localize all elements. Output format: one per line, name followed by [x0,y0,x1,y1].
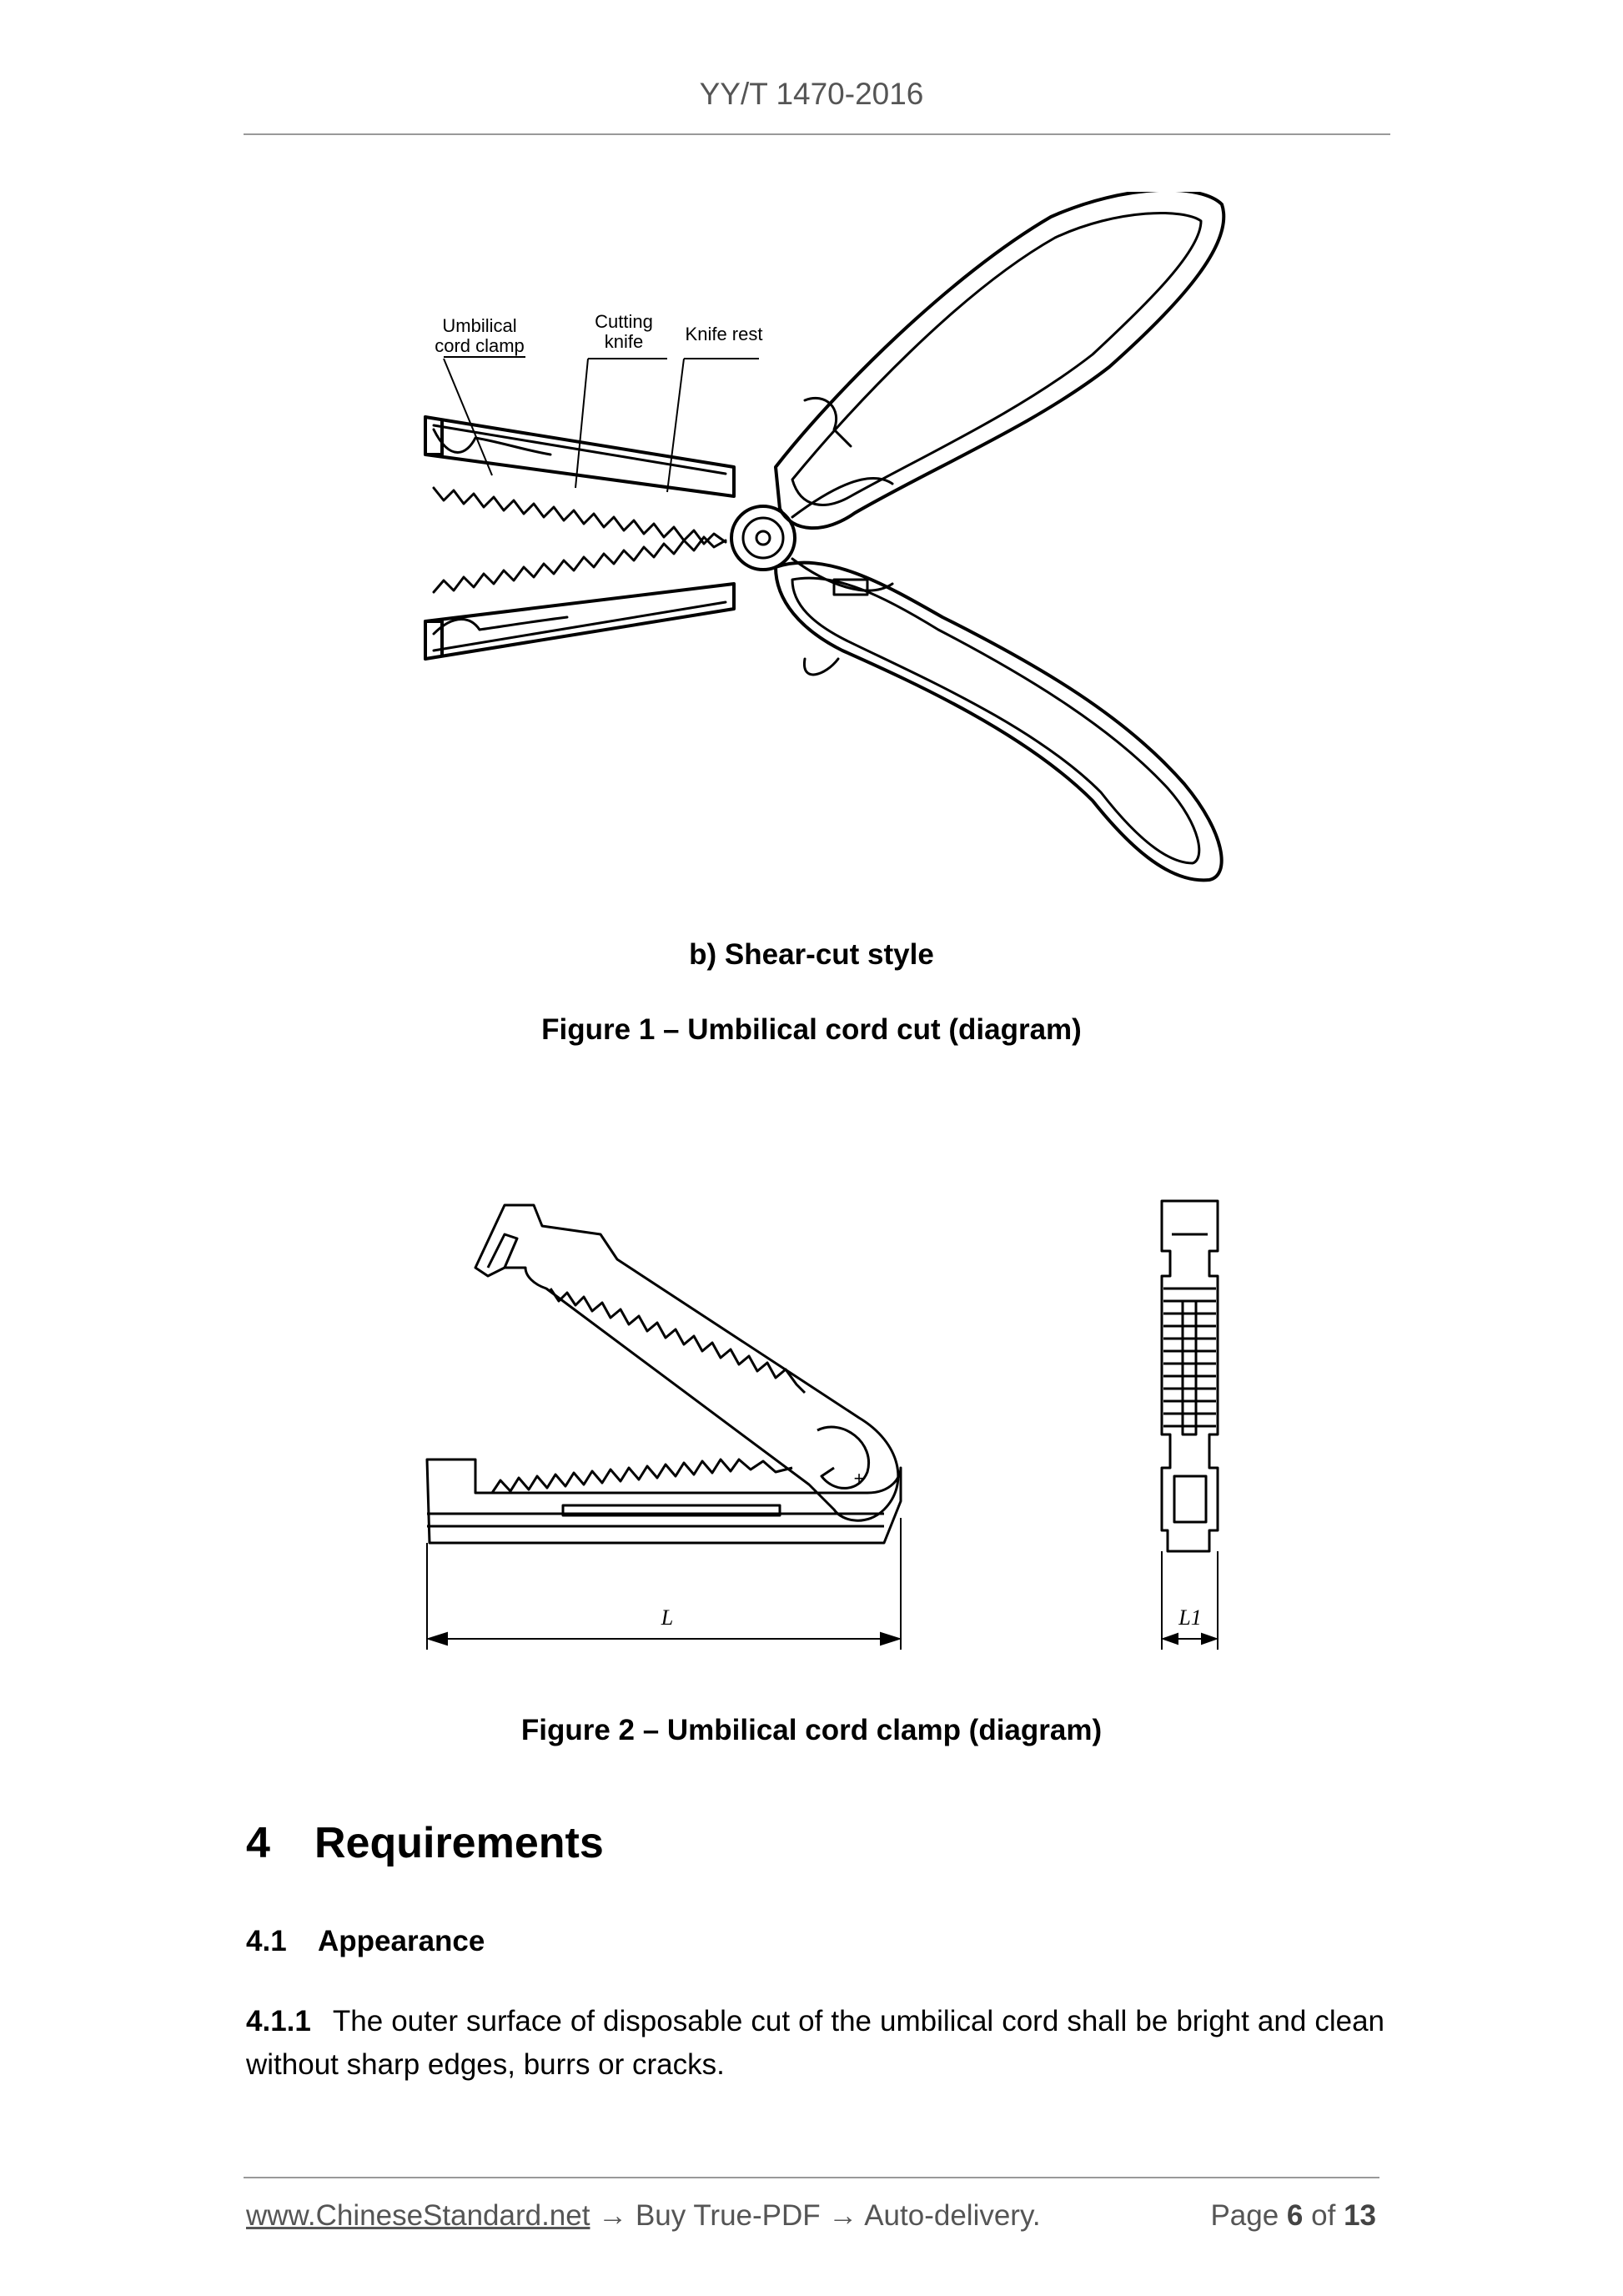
page-number: 6 [1286,2199,1304,2232]
section-number: 4 [246,1819,270,1867]
subsection-title: Appearance [318,1925,485,1957]
clamp-base [425,1458,902,1545]
section-title: Requirements [314,1819,604,1867]
document-code-header: YY/T 1470-2016 [699,77,924,111]
website-link[interactable]: www.ChineseStandard.net [246,2199,590,2232]
figure-1-caption: Figure 1 – Umbilical cord cut (diagram) [541,1013,1082,1046]
label-knife-line1: Cutting [595,311,653,332]
arrow-right-icon: → [828,2199,858,2232]
subsection-heading: 4.1 Appearance [246,1925,485,1958]
page-indicator: Page 6 of 13 [1210,2199,1376,2233]
dimension-L: L [661,1605,673,1630]
header-divider [244,133,1390,135]
upper-jaw [424,415,736,498]
upper-handle [774,192,1226,530]
clause-text: The outer surface of disposable cut of t… [246,2005,1384,2081]
clause-number: 4.1.1 [246,2005,311,2037]
label-knife-line2: knife [605,331,643,352]
label-clamp-line2: cord clamp [435,335,525,356]
clamp-end-view [1160,1199,1219,1553]
pivot-outer [730,505,796,571]
arrow-right-icon: → [598,2199,628,2232]
footer-links: www.ChineseStandard.net → Buy True-PDF →… [246,2199,1041,2233]
figure-1-subcaption: b) Shear-cut style [689,938,934,971]
buy-pdf-link[interactable]: Buy True-PDF [635,2199,821,2232]
page-total: 13 [1344,2199,1376,2232]
auto-delivery-text: Auto-delivery. [864,2199,1041,2232]
footer-divider [244,2177,1379,2178]
dimension-L1: L1 [1178,1605,1201,1630]
subsection-number: 4.1 [246,1925,287,1957]
clamp-arm [474,1203,900,1522]
page-word: Page [1210,2199,1279,2232]
label-clamp-line1: Umbilical [442,315,516,336]
label-knife-rest: Knife rest [686,324,763,344]
figure-2-caption: Figure 2 – Umbilical cord clamp (diagram… [520,1714,1103,1746]
figure-2-clamp-drawing: + L L1 [425,1199,1219,1650]
figure-1-shear-cutter-drawing: Umbilical cord clamp Cutting knife Knife… [424,192,1226,882]
section-heading: 4 Requirements [246,1818,604,1868]
lower-handle [774,560,1224,882]
svg-text:+: + [854,1468,865,1489]
of-word: of [1311,2199,1336,2232]
